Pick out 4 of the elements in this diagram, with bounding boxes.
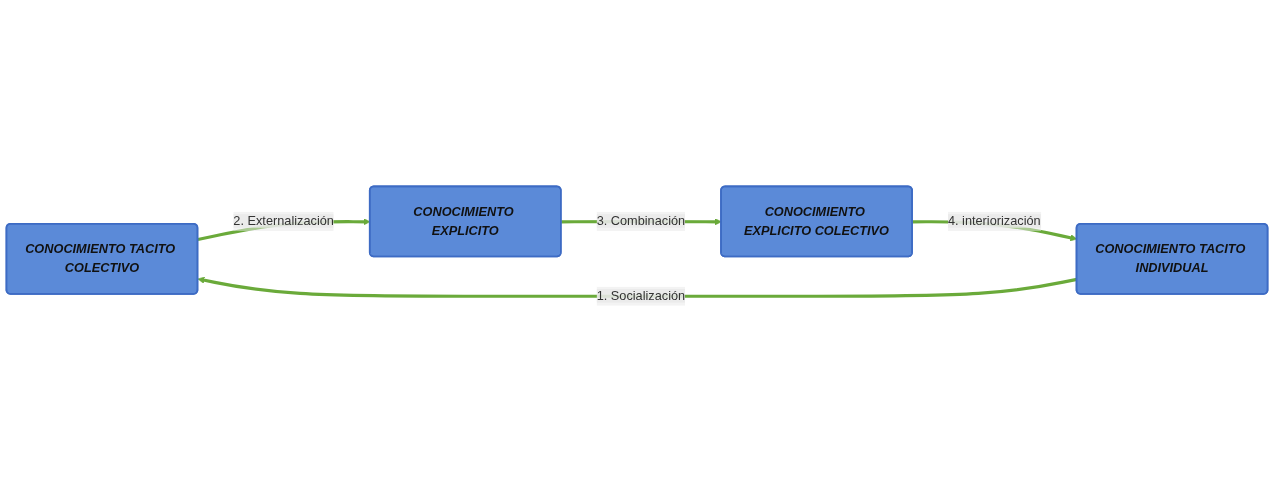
edge-label: 1. Socialización <box>596 289 686 304</box>
edge-label: 3. Combinación <box>596 214 686 229</box>
edge-label: 4. interiorización <box>947 214 1041 229</box>
edge-label: 2. Externalización <box>233 214 334 229</box>
